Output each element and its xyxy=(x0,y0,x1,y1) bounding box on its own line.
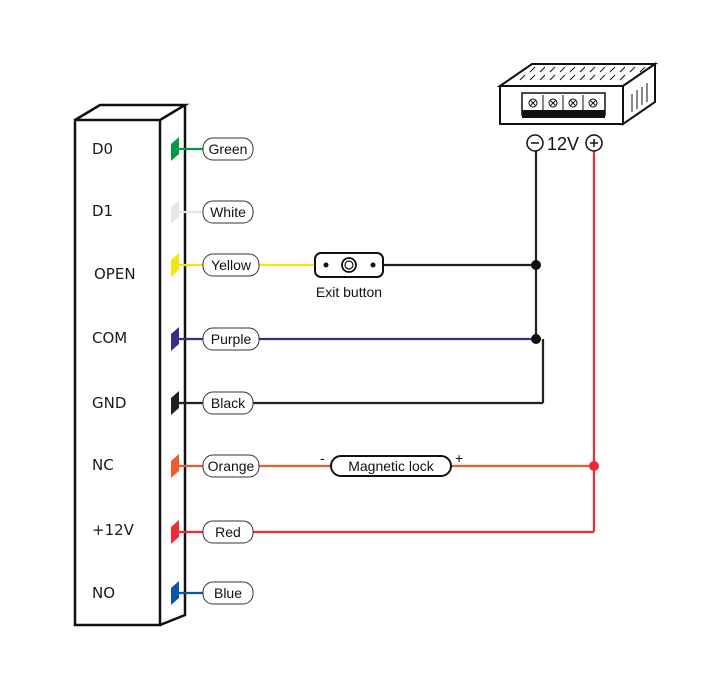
exit-button-label: Exit button xyxy=(316,284,382,300)
psu-minus-terminal-icon xyxy=(526,134,544,152)
junction-dot xyxy=(589,461,599,471)
magnetic-lock-plus: + xyxy=(455,450,463,466)
wire-label-purple: Purple xyxy=(202,327,260,351)
psu-plus-terminal-icon xyxy=(585,134,603,152)
wire-label-orange: Orange xyxy=(202,454,260,478)
junction-dot xyxy=(531,260,541,270)
magnetic-lock-label: Magnetic lock xyxy=(348,458,435,474)
connector-tab-com xyxy=(171,327,179,351)
pin-label-com: COM xyxy=(92,329,127,347)
power-supply xyxy=(496,62,659,126)
psu-voltage-label: 12V xyxy=(547,134,579,154)
wire-label-white: White xyxy=(202,200,254,224)
wire-label-text: Yellow xyxy=(211,257,252,273)
connector-tab-gnd xyxy=(171,391,179,415)
wire-label-text: Orange xyxy=(208,458,255,474)
pin-label-nc: NC xyxy=(92,456,114,474)
wire-label-green: Green xyxy=(202,137,254,161)
connector-tab-open xyxy=(171,253,179,277)
wire-label-text: Blue xyxy=(214,585,242,601)
wire-label-text: White xyxy=(210,204,246,220)
pin-label-open: OPEN xyxy=(94,265,136,283)
connector-tab-d1 xyxy=(171,200,179,224)
pin-label-d0: D0 xyxy=(92,140,113,158)
connector-tab-nc xyxy=(171,454,179,478)
pin-label-12v: +12V xyxy=(92,521,135,539)
wire-label-black: Black xyxy=(202,391,254,415)
wire-label-blue: Blue xyxy=(202,581,254,605)
pin-label-gnd: GND xyxy=(92,394,126,412)
exit-button-device xyxy=(314,252,384,278)
wire-label-text: Black xyxy=(211,395,246,411)
magnetic-lock-minus: - xyxy=(320,450,325,466)
connector-tab-no xyxy=(171,581,179,605)
controller-unit xyxy=(73,103,190,627)
terminal-screws xyxy=(528,95,598,110)
magnetic-lock-device xyxy=(330,455,452,477)
junction-dot xyxy=(531,334,541,344)
wires xyxy=(171,137,599,605)
pin-label-no: NO xyxy=(92,584,115,602)
wire-label-text: Green xyxy=(209,141,248,157)
wire-label-yellow: Yellow xyxy=(202,253,260,277)
connector-tab-d0 xyxy=(171,137,179,161)
wire-label-red: Red xyxy=(202,520,254,544)
wire-label-text: Purple xyxy=(211,331,252,347)
wire-label-text: Red xyxy=(215,524,241,540)
connector-tab-12v xyxy=(171,520,179,544)
pin-label-d1: D1 xyxy=(92,202,113,220)
